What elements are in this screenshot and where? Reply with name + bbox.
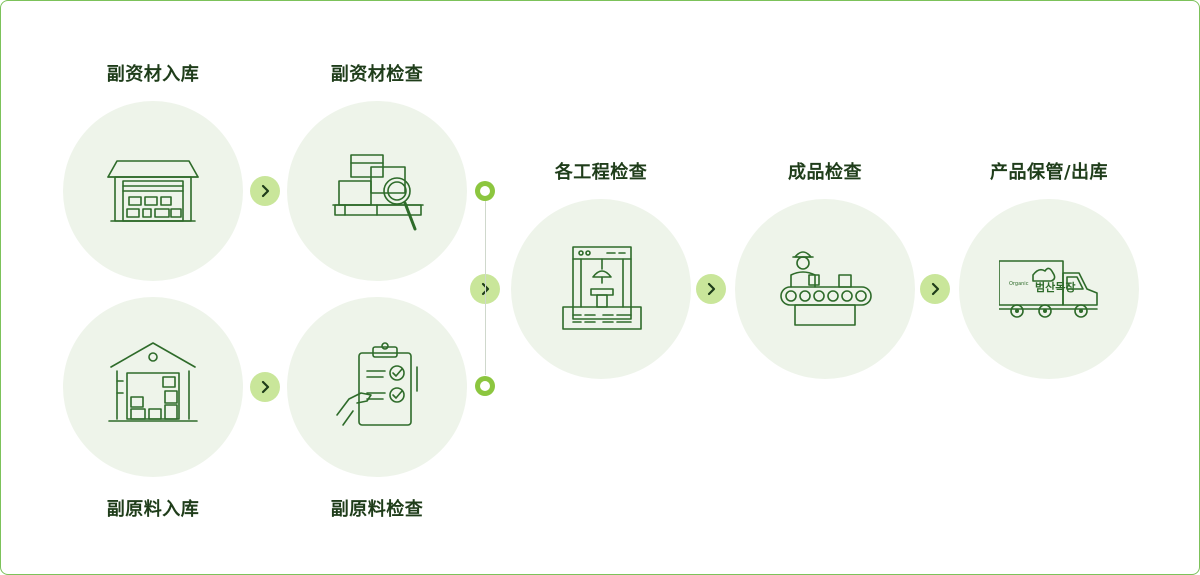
- label-process-check: 各工程检查: [554, 162, 648, 183]
- connector-dot-bottom: [475, 376, 495, 396]
- warehouse-icon: [107, 160, 199, 222]
- label-raw-material-in: 副原料入库: [106, 499, 200, 520]
- label-product-check: 成品检查: [788, 162, 862, 183]
- step-sub-material-in: [63, 101, 243, 281]
- arrow-right-icon: [250, 372, 280, 402]
- arrow-right-icon: [696, 274, 726, 304]
- step-sub-material-check: [287, 101, 467, 281]
- delivery-truck-icon: 범산목장 Organic: [999, 260, 1098, 318]
- label-sub-material-check: 副资材检查: [330, 64, 424, 85]
- connector-dot-top: [475, 181, 495, 201]
- truck-brand-text: 범산목장: [1035, 280, 1075, 294]
- conveyor-worker-icon: [780, 251, 872, 326]
- step-process-check: [511, 199, 691, 379]
- step-product-check: [735, 199, 915, 379]
- inspection-magnifier-icon: [332, 154, 424, 231]
- arrow-right-icon: [920, 274, 950, 304]
- label-sub-material-in: 副资材入库: [106, 64, 200, 85]
- step-store-ship: 범산목장 Organic: [959, 199, 1139, 379]
- storehouse-icon: [108, 342, 198, 422]
- label-raw-material-check: 副原料检查: [330, 499, 424, 520]
- merge-connector-line: [485, 199, 486, 375]
- label-store-ship: 产品保管/出库: [989, 162, 1109, 183]
- truck-small-text: Organic: [1009, 281, 1029, 287]
- clipboard-check-icon: [336, 342, 418, 426]
- arrow-right-icon: [250, 176, 280, 206]
- step-raw-material-in: [63, 297, 243, 477]
- step-raw-material-check: [287, 297, 467, 477]
- press-machine-icon: [562, 246, 642, 330]
